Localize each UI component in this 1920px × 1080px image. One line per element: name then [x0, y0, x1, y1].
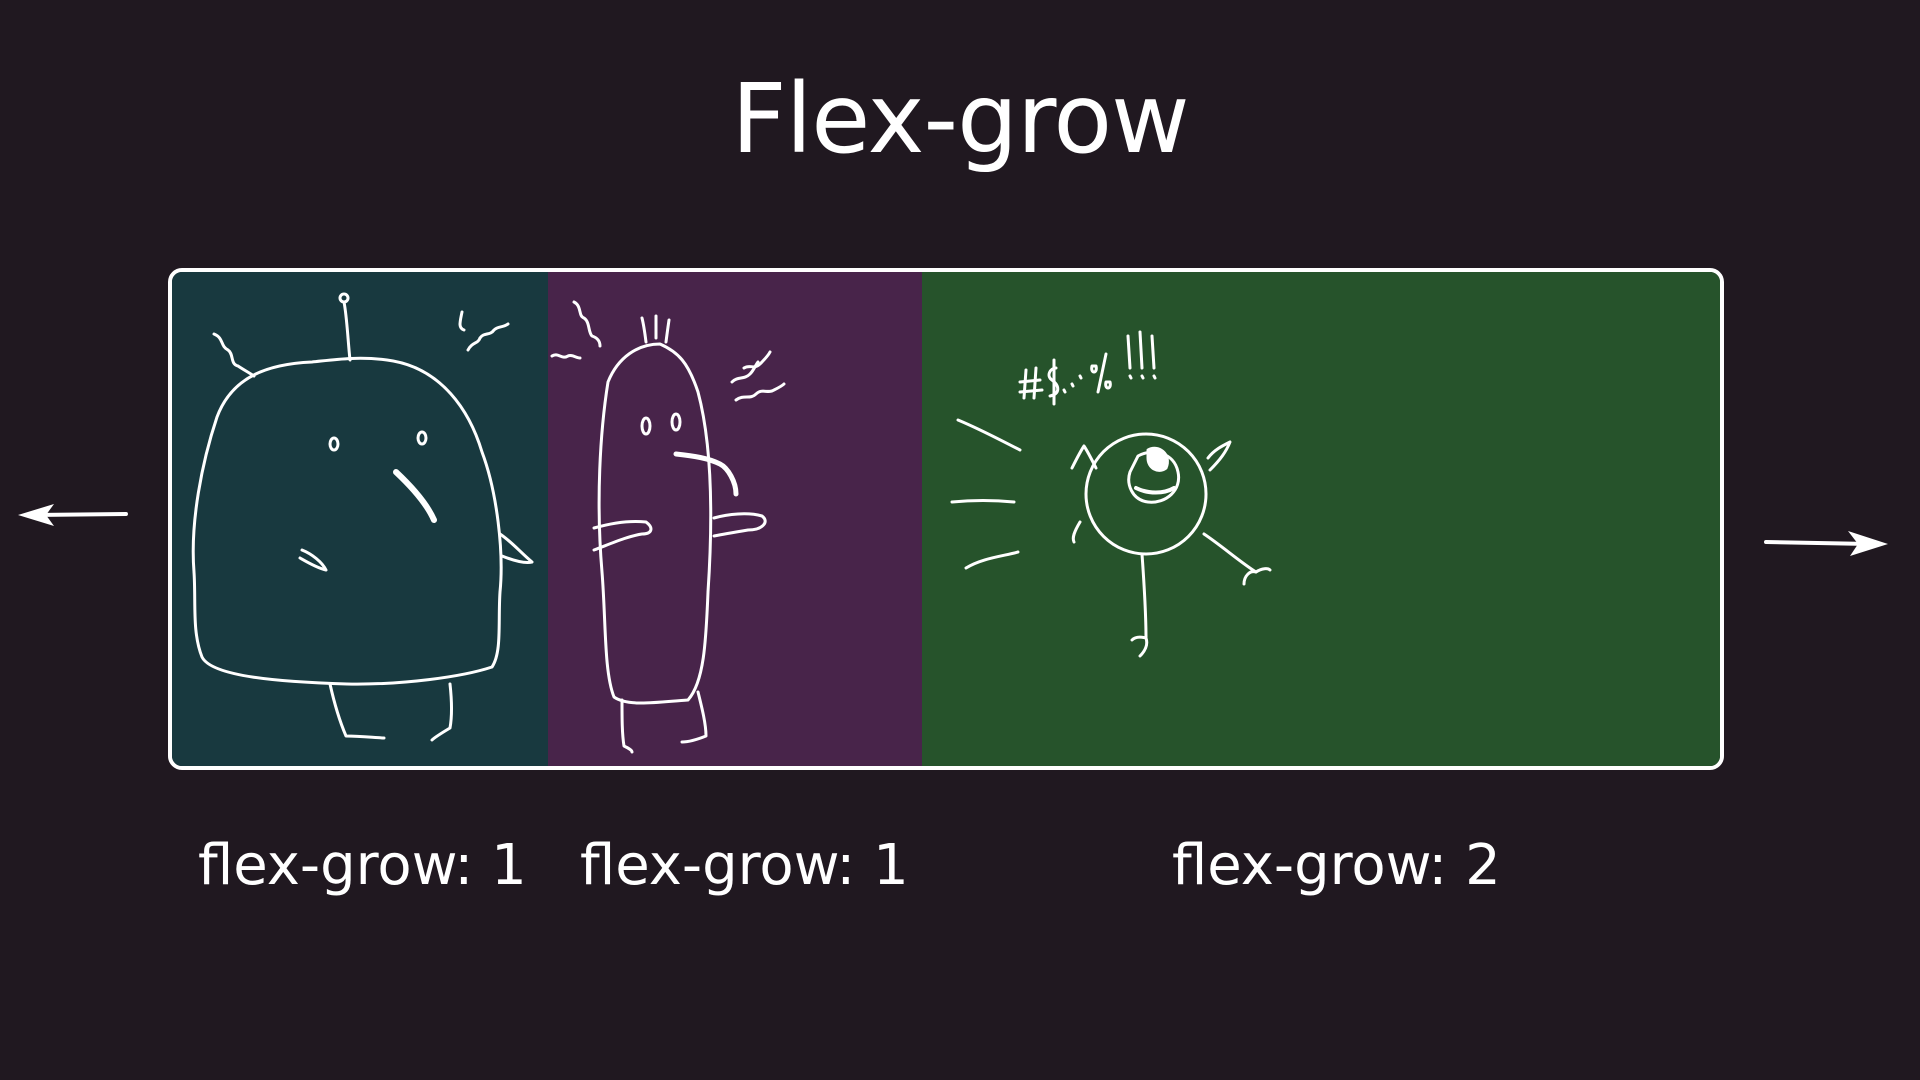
flex-item-1-label: flex-grow: 1 — [198, 833, 527, 898]
round-blob-creature-drawing — [191, 292, 534, 742]
flex-item-2 — [548, 272, 922, 766]
arrow-right-icon — [1764, 531, 1888, 556]
flex-container — [168, 268, 1724, 770]
page-title: Flex-grow — [731, 63, 1189, 175]
flex-item-3 — [922, 272, 1720, 766]
one-eyed-creature-drawing — [950, 330, 1272, 658]
flex-item-1 — [172, 272, 548, 766]
arrow-left-icon — [18, 504, 128, 526]
flex-item-2-label: flex-grow: 1 — [580, 833, 909, 898]
flex-item-3-label: flex-grow: 2 — [1172, 833, 1501, 898]
tall-capsule-creature-drawing — [550, 300, 786, 754]
